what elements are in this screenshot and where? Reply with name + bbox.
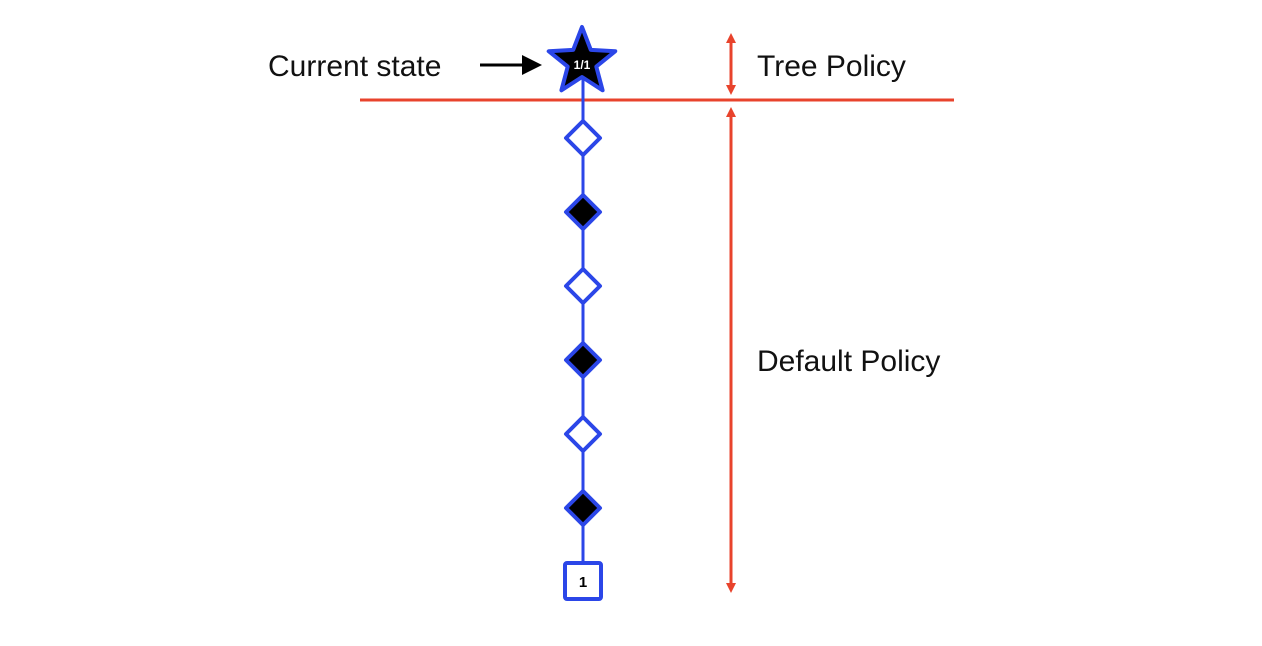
chain-node-diamond — [564, 341, 602, 379]
chain-node-diamond — [564, 489, 602, 527]
current-state-arrow — [480, 55, 542, 75]
current-state-label: Current state — [268, 50, 441, 83]
chain-node-diamond — [564, 193, 602, 231]
terminal-node: 1 — [563, 561, 603, 601]
tree-policy-label: Tree Policy — [757, 50, 906, 83]
terminal-square — [563, 561, 603, 601]
star-icon — [546, 25, 618, 93]
chain-node-diamond — [564, 119, 602, 157]
current-state-node: 1/1 — [546, 25, 618, 93]
default-policy-label: Default Policy — [757, 345, 940, 378]
chain-node-diamond — [564, 415, 602, 453]
chain-node-diamond — [564, 267, 602, 305]
root-visit-label: 1/1 — [574, 58, 591, 72]
simulation-nodes — [564, 119, 602, 527]
terminal-reward-label: 1 — [579, 574, 587, 591]
